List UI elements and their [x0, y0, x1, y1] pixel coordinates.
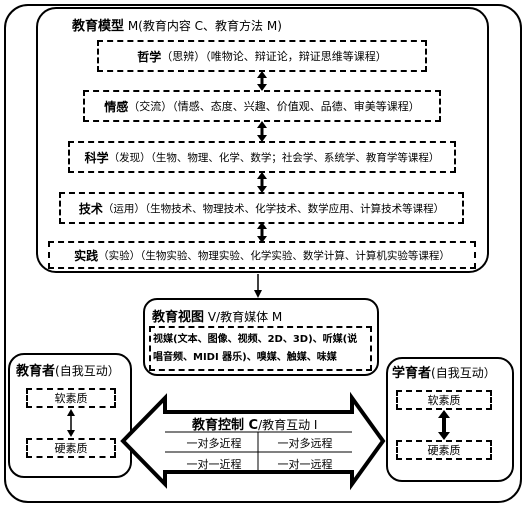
learner-soft-quality: 软素质	[396, 390, 492, 410]
educator-soft-label: 软素质	[54, 392, 88, 405]
education-control-title: 教育控制 C/教育互动 I	[192, 414, 317, 433]
media-line-2: 唱音频、MIDI 器乐)、嗅媒、触媒、味媒	[153, 352, 337, 363]
learner-soft-label: 软素质	[427, 394, 461, 407]
control-cell-one-to-many-near: 一对多近程	[186, 437, 242, 450]
education-model-title-bold: 教育模型	[72, 19, 125, 34]
education-model-box	[36, 7, 489, 273]
layer-practice: 实践（实验）（生物实验、物理实验、化学实验、数学计算、计算机实验等课程）	[48, 241, 476, 269]
education-control-title-rest: /教育互动 I	[258, 418, 318, 432]
learner-quality-arrow	[438, 410, 450, 440]
learner-hard-quality: 硬素质	[396, 440, 492, 460]
learner-box	[386, 357, 514, 482]
control-double-arrow	[120, 391, 386, 491]
layer-name: 情感	[104, 99, 129, 114]
outer-frame	[4, 4, 522, 503]
education-model-title-rest: M(教育内容 C、教育方法 M)	[124, 19, 282, 33]
control-cell-one-to-one-near: 一对一近程	[186, 458, 242, 471]
educator-soft-quality: 软素质	[26, 388, 116, 408]
layer-technology: 技术（运用）（生物技术、物理技术、化学技术、数学应用、计算技术等课程）	[59, 192, 464, 224]
control-cell-one-to-one-far: 一对一远程	[277, 458, 333, 471]
media-list-box: 视媒(文本、图像、视频、2D、3D)、听媒(说 唱音频、MIDI 器乐)、嗅媒、…	[149, 326, 372, 371]
layer-name: 实践	[74, 248, 99, 263]
education-view-title-rest: V/教育媒体 M	[204, 310, 283, 324]
media-line-1: 视媒(文本、图像、视频、2D、3D)、听媒(说	[153, 334, 358, 345]
layer-name: 科学	[84, 150, 109, 165]
control-cell-one-to-many-far: 一对多远程	[277, 437, 333, 450]
education-view-box	[143, 298, 379, 376]
learner-title-rest: (自我互动）	[431, 366, 496, 380]
educator-hard-quality: 硬素质	[26, 438, 116, 458]
layer-detail: （思辨）（唯物论、辩证论，辩证思维等课程）	[161, 50, 387, 63]
education-view-title: 教育视图 V/教育媒体 M	[152, 306, 282, 325]
educator-quality-arrow	[67, 409, 75, 437]
learner-title-bold: 学育者	[392, 366, 432, 381]
educator-box	[8, 353, 132, 478]
education-control-title-bold: 教育控制 C	[192, 418, 259, 433]
layer-connectors	[257, 71, 267, 243]
educator-hard-label: 硬素质	[54, 442, 88, 455]
educator-title-rest: (自我互动）	[55, 364, 120, 378]
layer-name: 技术	[78, 201, 103, 216]
layer-detail: （运用）（生物技术、物理技术、化学技术、数学应用、计算技术等课程）	[102, 202, 445, 215]
education-model-title: 教育模型 M(教育内容 C、教育方法 M)	[72, 15, 282, 34]
layer-detail: （交流）（情感、态度、兴趣、价值观、品德、审美等课程）	[128, 100, 420, 113]
educator-title-bold: 教育者	[16, 364, 56, 379]
education-view-title-bold: 教育视图	[152, 310, 205, 325]
layer-detail: （发现）（生物、物理、化学、数学；社会学、系统学、教育学等课程）	[108, 151, 440, 164]
learner-hard-label: 硬素质	[427, 444, 461, 457]
layer-name: 哲学	[137, 49, 162, 64]
learner-title: 学育者(自我互动）	[392, 362, 496, 381]
layer-detail: （实验）（生物实验、物理实验、化学实验、数学计算、计算机实验等课程）	[98, 249, 450, 262]
educator-title: 教育者(自我互动）	[16, 360, 120, 379]
